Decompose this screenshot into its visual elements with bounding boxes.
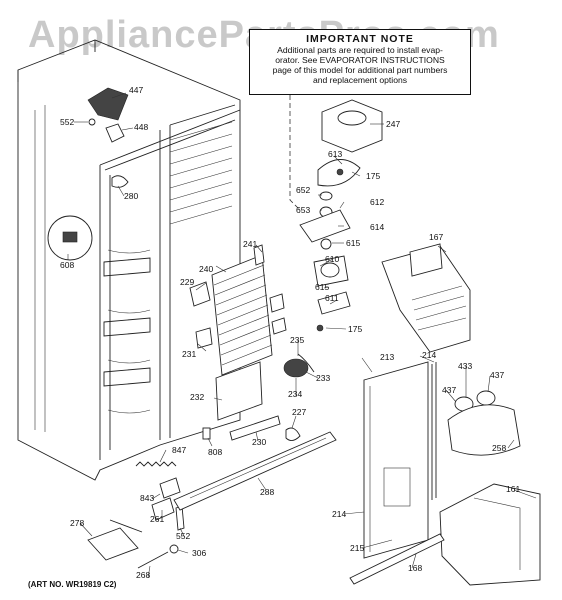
parts-433-437-258 [447, 390, 521, 456]
parts-847-843-261 [135, 461, 185, 531]
leader-lines [67, 92, 537, 579]
callout-215: 215 [350, 543, 364, 553]
callout-612: 612 [370, 197, 384, 207]
callout-278: 278 [70, 518, 84, 528]
note-line: orator. See EVAPORATOR INSTRUCTIONS [275, 55, 445, 65]
callout-268: 268 [136, 570, 150, 580]
callout-175: 175 [366, 171, 380, 181]
part-447 [87, 87, 129, 121]
callout-234: 234 [288, 389, 302, 399]
note-line: and replacement options [312, 75, 408, 85]
part-167 [381, 243, 471, 353]
callout-552: 552 [176, 531, 190, 541]
callout-615: 615 [346, 238, 360, 248]
note-line: Additional parts are required to install… [277, 45, 443, 55]
note-title: IMPORTANT NOTE [306, 33, 414, 45]
callout-247: 247 [386, 119, 400, 129]
callout-214: 214 [422, 350, 436, 360]
callout-808: 808 [208, 447, 222, 457]
evaporator-coil [189, 244, 287, 421]
part-288 [173, 431, 337, 511]
callout-288: 288 [260, 487, 274, 497]
callout-240: 240 [199, 264, 213, 274]
part-161 [439, 483, 541, 586]
callout-843: 843 [140, 493, 154, 503]
callout-214: 214 [332, 509, 346, 519]
callout-261: 261 [150, 514, 164, 524]
parts-278-306-268 [87, 519, 179, 569]
callout-448: 448 [134, 122, 148, 132]
callout-167: 167 [429, 232, 443, 242]
note-line: page of this model for additional part n… [272, 65, 448, 75]
callout-447: 447 [129, 85, 143, 95]
part-608 [47, 215, 93, 261]
callout-258: 258 [492, 443, 506, 453]
callout-161: 161 [506, 484, 520, 494]
evaporator-fan-assembly [299, 99, 383, 332]
callout-233: 233 [316, 373, 330, 383]
callout-611: 611 [325, 293, 339, 303]
callout-280: 280 [124, 191, 138, 201]
parts-227-230-808 [202, 415, 301, 441]
important-note-box: IMPORTANT NOTE Additional parts are requ… [249, 29, 471, 95]
callout-615: 615 [315, 282, 329, 292]
callout-241: 241 [243, 239, 257, 249]
art-number: (ART NO. WR19819 C2) [28, 580, 117, 589]
callout-433: 433 [458, 361, 472, 371]
callout-653: 653 [296, 205, 310, 215]
callout-227: 227 [292, 407, 306, 417]
callout-610: 610 [325, 254, 339, 264]
callout-306: 306 [192, 548, 206, 558]
callout-552: 552 [60, 117, 74, 127]
callout-230: 230 [252, 437, 266, 447]
callout-437: 437 [490, 370, 504, 380]
callout-232: 232 [190, 392, 204, 402]
callout-847: 847 [172, 445, 186, 455]
callout-235: 235 [290, 335, 304, 345]
callout-213: 213 [380, 352, 394, 362]
callout-175: 175 [348, 324, 362, 334]
callout-613: 613 [328, 149, 342, 159]
callout-231: 231 [182, 349, 196, 359]
callout-652: 652 [296, 185, 310, 195]
parts-233-234-235 [283, 353, 315, 378]
callout-labels: 447 552 448 280 608 247 613 175 652 612 653 614 615 2… [60, 85, 520, 580]
callout-608: 608 [60, 260, 74, 270]
fridge-cabinet [17, 39, 301, 481]
part-280 [111, 175, 129, 188]
callout-229: 229 [180, 277, 194, 287]
part-552-448 [88, 118, 125, 143]
callout-437: 437 [442, 385, 456, 395]
part-213-panel [363, 361, 437, 559]
part-168 [349, 533, 445, 585]
callout-168: 168 [408, 563, 422, 573]
callout-614: 614 [370, 222, 384, 232]
